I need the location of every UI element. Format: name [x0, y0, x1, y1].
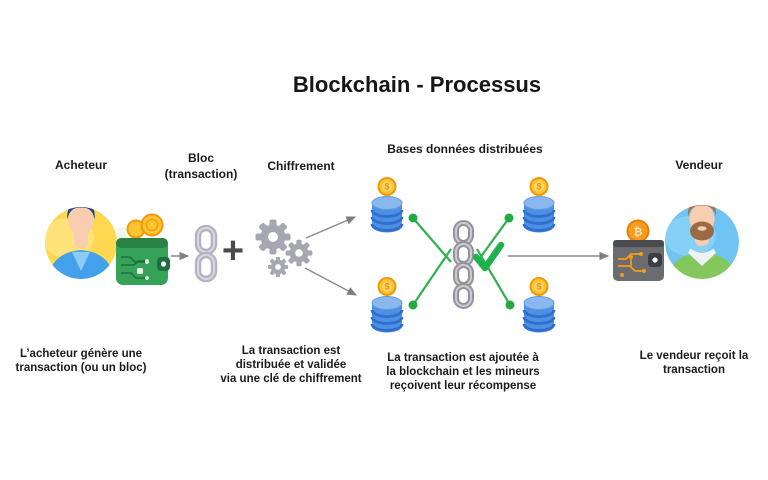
plus-icon: +	[221, 230, 245, 272]
label-bloc: Bloc(transaction)	[164, 151, 238, 181]
label-acheteur: Acheteur	[54, 158, 108, 172]
database-coin-top-right-icon	[524, 178, 554, 233]
vendor-wallet-icon: ₿	[613, 219, 664, 281]
validation-check-icon	[472, 241, 505, 272]
label-chiffrement: Chiffrement	[267, 159, 335, 173]
arrow-gears-to-db-bottom-icon	[304, 267, 357, 296]
database-coin-top-left-icon	[372, 178, 402, 233]
vendor-avatar-icon	[665, 205, 739, 279]
database-coin-bottom-left-icon	[372, 278, 402, 333]
encryption-gears-icon	[255, 219, 313, 278]
database-coin-bottom-right-icon	[524, 278, 554, 333]
arrow-gears-to-db-top-icon	[305, 216, 357, 239]
buyer-avatar-icon	[45, 207, 117, 279]
label-vendeur: Vendeur	[675, 158, 723, 172]
page-title: Blockchain - Processus	[292, 72, 542, 97]
label-bases-donnees: Bases données distribuées	[387, 142, 543, 156]
blockchain-links-icon	[453, 220, 474, 309]
bitcoin-symbol: ₿	[634, 226, 643, 239]
distribution-lines	[408, 213, 515, 310]
block-link-icon	[194, 224, 218, 283]
buyer-wallet-icon	[116, 213, 170, 285]
